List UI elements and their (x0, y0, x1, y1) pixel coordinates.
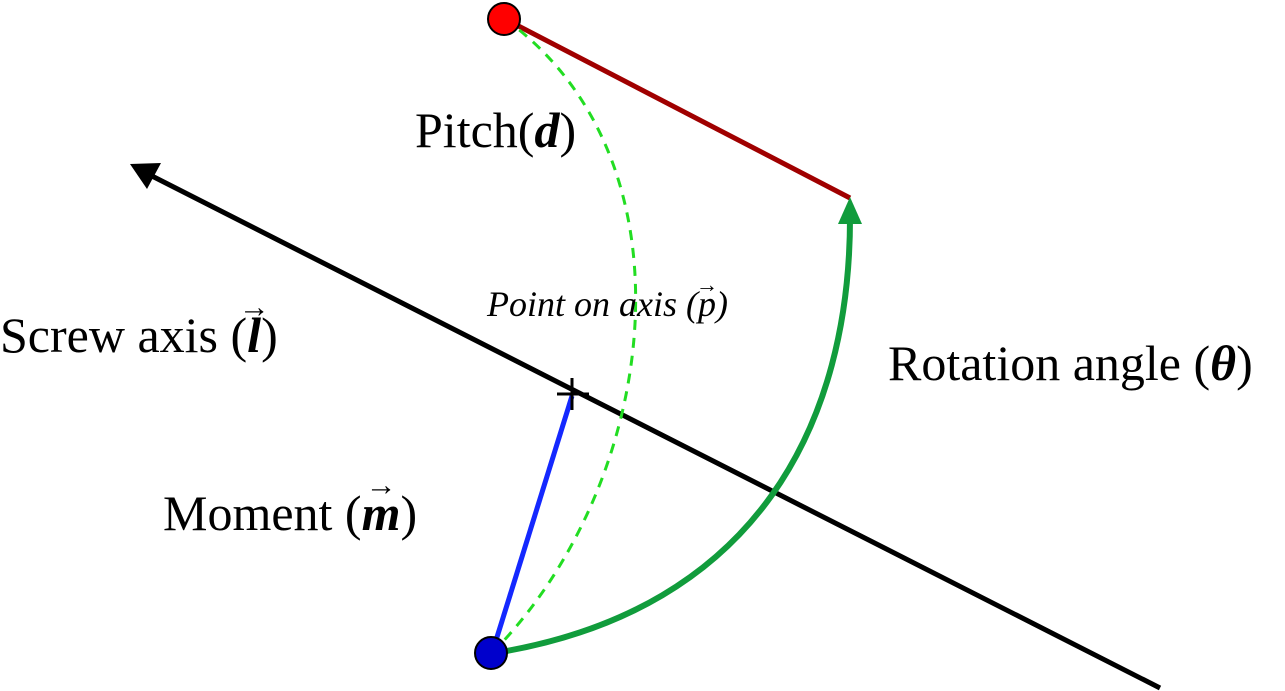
point-on-axis-label-text: Point on axis ( (487, 284, 698, 324)
point-on-axis-label-close: ) (715, 284, 728, 324)
screw-axis-label-close: ) (261, 307, 278, 363)
screw-axis-vector: →l (239, 291, 270, 363)
vector-arrow-icon: → (365, 466, 397, 502)
moment-label-close: ) (400, 485, 418, 541)
moment-label: Moment (→m) (163, 469, 418, 541)
pitch-label-close: ) (559, 102, 577, 158)
rotation-angle-symbol: θ (1210, 335, 1237, 391)
screw-axis-arrowhead (130, 163, 161, 189)
red-point (487, 2, 521, 36)
point-on-axis-label: Point on axis (→p) (487, 273, 728, 324)
rotation-angle-label-close: ) (1236, 335, 1253, 391)
pitch-label: Pitch(d) (415, 105, 576, 155)
rotation-angle-label-text: Rotation angle ( (888, 335, 1211, 391)
point-on-axis-symbol: p (697, 284, 716, 324)
rotation-arc (494, 217, 853, 656)
dashed-arc (493, 17, 637, 652)
blue-point (474, 636, 508, 670)
vector-arrow-icon: → (238, 288, 270, 324)
screw-axis-symbol: l (247, 307, 262, 363)
moment-symbol: m (361, 485, 401, 541)
moment-vector: →m (361, 469, 401, 541)
pitch-label-text: Pitch( (415, 102, 535, 158)
rotation-angle-label: Rotation angle (θ) (888, 338, 1253, 388)
rotation-arc-arrowhead (838, 197, 862, 224)
pitch-line (503, 16, 852, 201)
vector-arrow-icon: → (695, 271, 719, 297)
point-on-axis-vector: →p (696, 273, 718, 324)
screw-axis-label: Screw axis (→l) (0, 291, 278, 363)
screw-axis-label-text: Screw axis ( (0, 307, 248, 363)
point-on-axis-marker (557, 378, 589, 410)
moment-line (490, 395, 575, 651)
moment-label-text: Moment ( (163, 485, 362, 541)
screw-axis-line (148, 172, 1162, 691)
pitch-symbol: d (534, 102, 560, 158)
